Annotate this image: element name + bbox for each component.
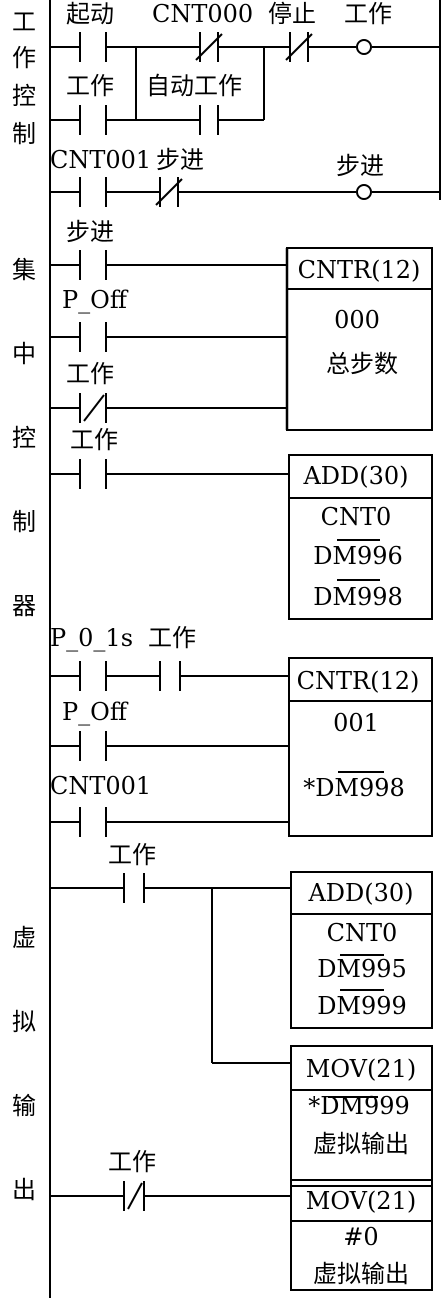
add2-dm995: DM995	[317, 955, 407, 983]
mov2-title: MOV(21)	[306, 1187, 416, 1215]
contact-work-add1	[79, 459, 107, 489]
mov2-dest: 虚拟输出	[313, 1260, 409, 1288]
contact-work-vo1	[123, 873, 145, 903]
side-label-6: 控	[12, 424, 36, 452]
contact-label-poff: P_Off	[62, 286, 129, 314]
contact-poff-2	[79, 731, 107, 761]
rung-virtual-output-2: 工作	[50, 1148, 291, 1211]
block-add-1: ADD(30) CNT0 DM996 DM998 工作	[50, 426, 433, 620]
contact-cnt000-nc	[195, 32, 223, 62]
contact-cnt001-reset	[79, 807, 107, 837]
coil-label-step: 步进	[336, 152, 384, 180]
rung-step: CNT001 步进 步进	[50, 146, 440, 207]
contact-label-work-vo2: 工作	[108, 1148, 156, 1176]
contact-label-work-vo1: 工作	[108, 841, 156, 869]
contact-work-nc-vo2	[123, 1181, 145, 1211]
side-label-5: 中	[12, 340, 36, 368]
contact-stop-nc	[285, 32, 313, 62]
contact-label-step-in: 步进	[66, 218, 114, 246]
contact-work-hold	[79, 105, 107, 135]
block-cntr-000: CNTR(12) 000 总步数 步进 P_Off 工作	[50, 218, 433, 431]
coil-label-work: 工作	[344, 0, 392, 28]
contact-auto-work	[199, 105, 219, 135]
mov1-dest: 虚拟输出	[313, 1130, 409, 1158]
side-label-2: 控	[12, 82, 36, 110]
cntr2-title: CNTR(12)	[297, 667, 420, 695]
contact-p01s	[79, 661, 107, 691]
contact-step-nc	[155, 177, 183, 207]
cntr2-dm998: *DM998	[303, 774, 405, 802]
block-cntr-001: CNTR(12) 001 *DM998 P_0_1s 工作 P_Off	[50, 624, 433, 837]
add2-dm999: DM999	[317, 992, 407, 1020]
side-label-0: 工	[12, 8, 36, 36]
add1-dm998: DM998	[313, 583, 403, 611]
mov1-title: MOV(21)	[306, 1055, 416, 1083]
coil-step	[356, 184, 372, 200]
side-label-1: 作	[12, 44, 36, 72]
cntr1-title: CNTR(12)	[298, 256, 421, 284]
side-label-7: 制	[12, 508, 36, 536]
contact-label-stop: 停止	[268, 0, 316, 28]
add1-title: ADD(30)	[302, 462, 408, 490]
contact-label-auto-work: 自动工作	[146, 72, 242, 100]
coil-work	[356, 39, 372, 55]
contact-work-cntr2	[159, 661, 181, 691]
contact-label-cnt001: CNT001	[50, 146, 151, 174]
side-label-12: 出	[12, 1176, 36, 1204]
add2-cnt0: CNT0	[327, 919, 398, 947]
contact-label-cnt001-reset: CNT001	[50, 772, 151, 800]
side-label-11: 输	[12, 1092, 36, 1120]
add1-cnt0: CNT0	[321, 503, 392, 531]
rung-work-control: 起动 CNT000 停止 工作 工作	[50, 0, 440, 135]
contact-poff	[79, 322, 107, 352]
rung-virtual-output-1: 工作	[50, 841, 291, 1064]
contact-start	[79, 32, 107, 62]
side-label-9: 虚	[12, 924, 36, 952]
side-label-8: 器	[12, 592, 36, 620]
contact-label-work-cntr2: 工作	[148, 624, 196, 652]
contact-work-nc-reset	[79, 393, 107, 423]
contact-label-work-add1: 工作	[70, 426, 118, 454]
block-mov-2: MOV(21) #0 虚拟输出	[290, 1179, 433, 1291]
contact-step-in	[79, 250, 107, 280]
mov2-source: #0	[343, 1223, 378, 1251]
contact-label-work-hold: 工作	[66, 72, 114, 100]
add2-title: ADD(30)	[307, 879, 413, 907]
side-label-10: 拟	[12, 1008, 36, 1036]
cntr1-counter: 000	[334, 306, 380, 334]
contact-cnt001	[79, 177, 107, 207]
block-mov-1: MOV(21) *DM999 虚拟输出	[290, 1045, 433, 1187]
side-label-3: 制	[12, 120, 36, 148]
contact-label-p01s: P_0_1s	[50, 624, 133, 652]
cntr1-total-steps: 总步数	[326, 350, 398, 378]
cntr2-counter: 001	[333, 709, 379, 737]
contact-label-start: 起动	[66, 0, 114, 28]
contact-label-step: 步进	[156, 146, 204, 174]
contact-label-cnt000: CNT000	[152, 0, 253, 28]
side-label-4: 集	[12, 256, 36, 284]
side-label-group: 工 作 控 制 集 中 控 制 器 虚 拟 输 出	[12, 8, 36, 1204]
add1-dm996: DM996	[313, 542, 403, 570]
contact-label-poff-2: P_Off	[62, 698, 129, 726]
block-add-2: ADD(30) CNT0 DM995 DM999	[290, 871, 433, 1029]
contact-label-work-reset: 工作	[66, 360, 114, 388]
